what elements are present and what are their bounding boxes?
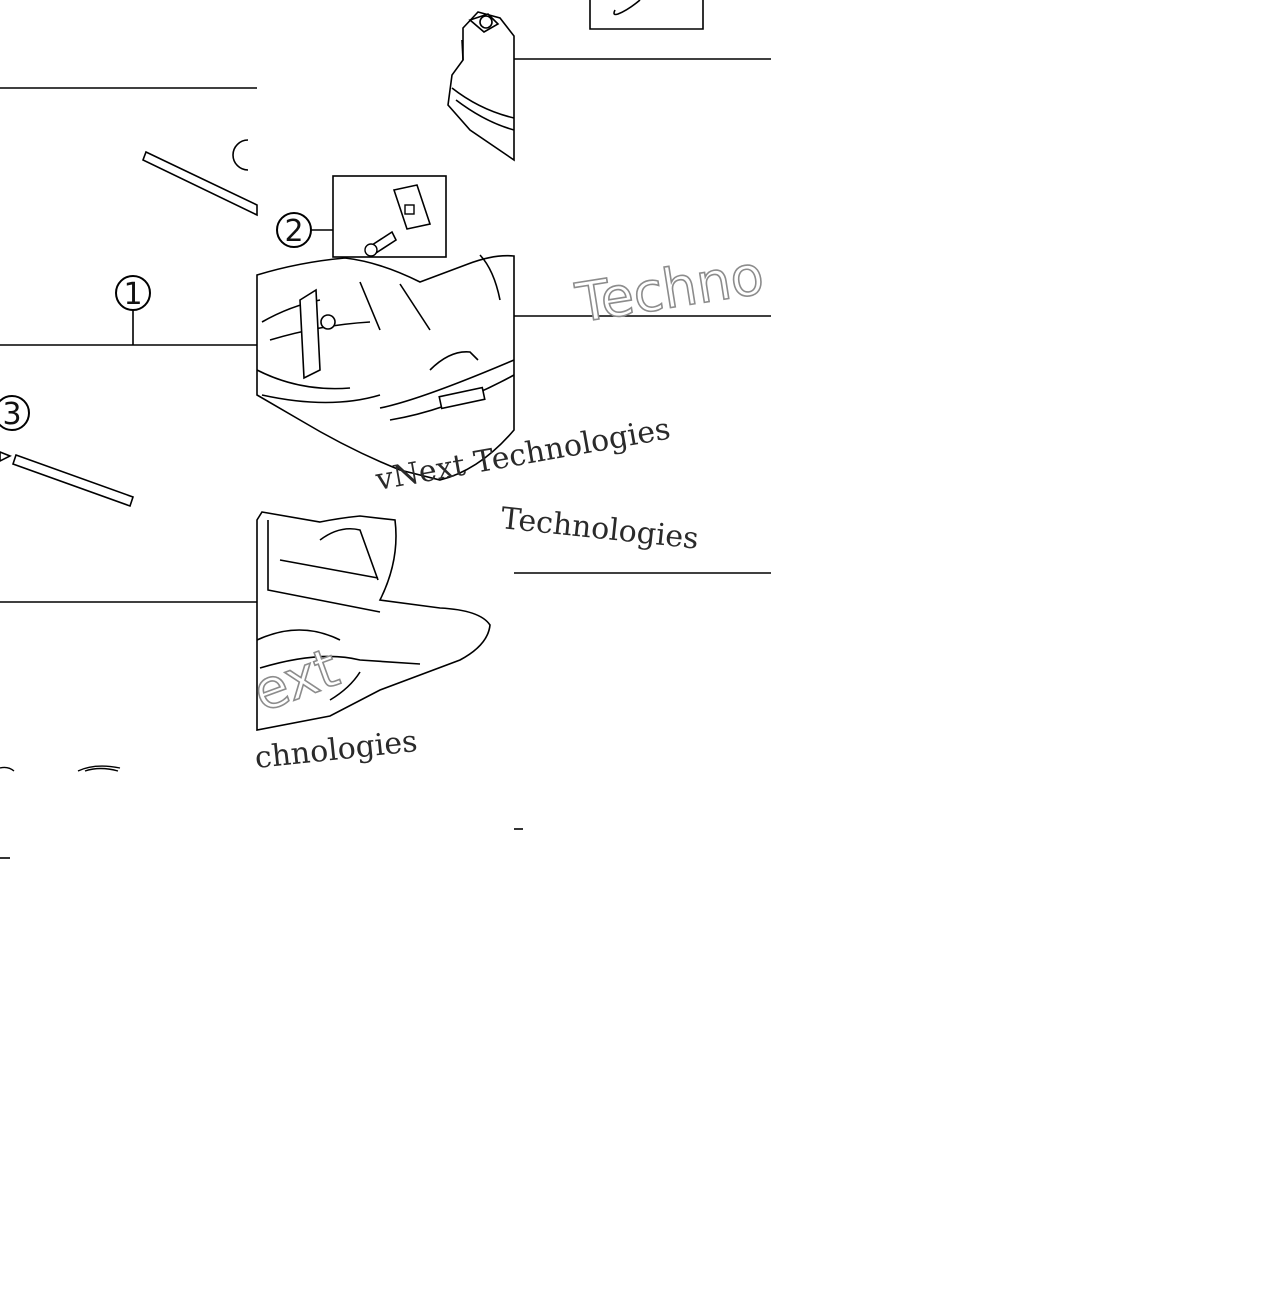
detail-box-top: [589, 0, 704, 30]
callout-3: 3: [0, 395, 30, 432]
callout-1: 1: [115, 275, 151, 345]
watermark-techno: Techno: [571, 243, 768, 335]
skid-plate-bottom: [256, 511, 491, 731]
watermark-group: Techno vNext Technologies Technologies c…: [244, 242, 769, 776]
rod-part-lower: [0, 451, 135, 508]
callout-2: 2: [276, 212, 333, 249]
watermark-chnologies: chnologies: [253, 724, 419, 776]
skid-plate-middle: [256, 254, 515, 481]
bracket-fragment-top: [447, 11, 515, 162]
callout-2-number: 2: [284, 214, 303, 249]
tile-separator-lines: [0, 58, 771, 859]
rod-part-upper: [141, 139, 258, 217]
watermark-technologies: Technologies: [499, 501, 700, 557]
hardware-detail-box: [332, 175, 447, 258]
callout-1-number: 1: [123, 277, 142, 312]
skid-plate-fragment-left: [0, 765, 121, 772]
callout-3-number: 3: [2, 397, 21, 432]
